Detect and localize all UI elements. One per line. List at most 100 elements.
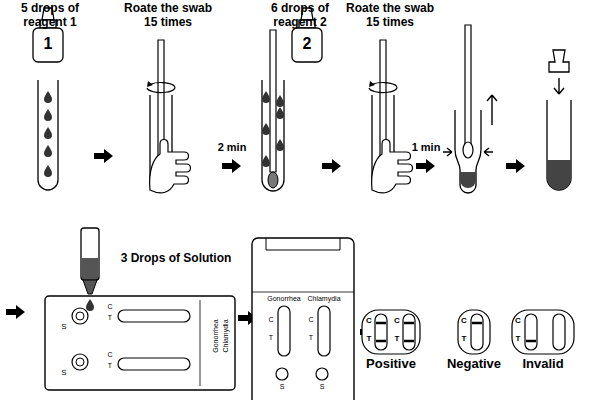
result-windows: [376, 340, 386, 343]
test-name: Chlamydia: [302, 295, 346, 303]
tube-with-drops: [44, 145, 52, 157]
swab-rotation-1: [147, 81, 175, 93]
squeeze-tube: [487, 95, 497, 125]
swab-in-tube-with-drops: [262, 123, 270, 135]
cassette-result: [278, 306, 290, 356]
swab-in-tube-with-drops: [262, 30, 284, 191]
dropper: [81, 228, 99, 294]
step-caption: Roate the swab 15 times: [338, 2, 442, 30]
tube-with-drops: [38, 80, 58, 190]
cassette-loading: [76, 358, 84, 366]
cassette-result: [252, 292, 354, 293]
step-arrow: [322, 159, 341, 173]
dropper: [83, 280, 97, 294]
tube-with-drops: [44, 127, 52, 139]
line-mark: T: [105, 314, 115, 322]
cassette-loading: [45, 296, 235, 390]
line-mark: C: [392, 316, 402, 325]
result-windows: [362, 310, 420, 354]
result-label: Invalid: [510, 357, 576, 372]
cassette-result: [276, 368, 288, 380]
swab-in-tube-with-drops: [262, 155, 270, 167]
cassette-result: [318, 306, 330, 356]
sample-mark: S: [277, 383, 287, 391]
tube-with-drops: [44, 109, 52, 121]
line-mark: C: [513, 316, 523, 325]
result-windows: [404, 322, 414, 325]
line-mark: T: [105, 362, 115, 370]
step-arrow: [506, 159, 525, 173]
step-arrow: [94, 149, 113, 163]
test-name: Gonorrhea: [262, 295, 306, 303]
dropper: [82, 258, 98, 279]
step-caption: Roate the swab 15 times: [116, 2, 220, 30]
line-mark: C: [364, 316, 374, 325]
swab-rotation-1: [147, 40, 191, 193]
cassette-result: [266, 238, 340, 250]
swab-in-tube-with-drops: [276, 139, 284, 151]
test-name: Chlamydia: [222, 306, 230, 366]
swab-in-tube-with-drops: [262, 91, 270, 103]
swab-rotation-2: [372, 140, 413, 193]
result-windows: [376, 322, 386, 325]
line-mark: C: [105, 303, 115, 311]
cassette-loading: [72, 354, 88, 370]
cassette-result: [252, 238, 354, 400]
result-windows: [553, 314, 565, 350]
reagent-2-bottle: [292, 28, 322, 62]
line-mark: T: [459, 334, 469, 343]
step-arrow: [222, 159, 241, 173]
result-windows: [471, 314, 483, 350]
squeeze-tube: [465, 25, 471, 150]
bottle-number: 2: [299, 35, 315, 53]
cassette-loading: [200, 300, 201, 386]
result-windows: [458, 310, 490, 354]
result-windows: [526, 340, 536, 343]
line-mark: T: [306, 334, 316, 342]
result-windows: [403, 314, 415, 350]
line-mark: C: [306, 316, 316, 324]
test-name: Gonorrhea: [212, 306, 220, 366]
tube-with-drops: [38, 80, 58, 190]
bottle-number: 1: [40, 35, 56, 53]
line-mark: T: [392, 334, 402, 343]
squeeze-tube: [443, 148, 493, 156]
step-caption: 5 drops of reagent 1: [8, 2, 92, 30]
capped-tube: [547, 160, 571, 190]
step-arrow: [6, 305, 25, 319]
line-mark: C: [266, 316, 276, 324]
reagent-1-bottle: [33, 28, 63, 62]
result-label: Positive: [356, 357, 426, 372]
swab-rotation-2: [369, 81, 397, 93]
result-windows: [375, 314, 387, 350]
squeeze-tube: [463, 142, 473, 158]
tube-with-drops: [44, 165, 52, 177]
time-label: 1 min: [404, 141, 448, 154]
swab-rotation-2: [369, 40, 413, 193]
line-mark: C: [459, 316, 469, 325]
result-windows: [404, 340, 414, 343]
cassette-loading: [72, 308, 88, 324]
line-mark: C: [105, 351, 115, 359]
step-caption: 3 Drops of Solution: [108, 252, 244, 266]
sample-mark: S: [59, 322, 69, 331]
result-windows: [525, 314, 537, 350]
cassette-loading: [86, 299, 94, 311]
swab-in-tube-with-drops: [268, 172, 278, 188]
result-windows: [512, 310, 574, 354]
line-mark: T: [364, 334, 374, 343]
swab-rotation-1: [150, 140, 191, 193]
cassette-loading: [45, 296, 235, 390]
step-caption: 6 drops of reagent 2: [258, 2, 342, 30]
swab-in-tube-with-drops: [270, 30, 276, 172]
cassette-loading: [118, 310, 190, 322]
step-arrow: [416, 159, 435, 173]
result-label: Negative: [439, 357, 509, 372]
result-windows: [472, 322, 482, 325]
capped-tube: [547, 50, 571, 190]
sample-mark: S: [59, 368, 69, 377]
tube-with-drops: [44, 91, 52, 103]
capped-tube: [554, 78, 564, 94]
